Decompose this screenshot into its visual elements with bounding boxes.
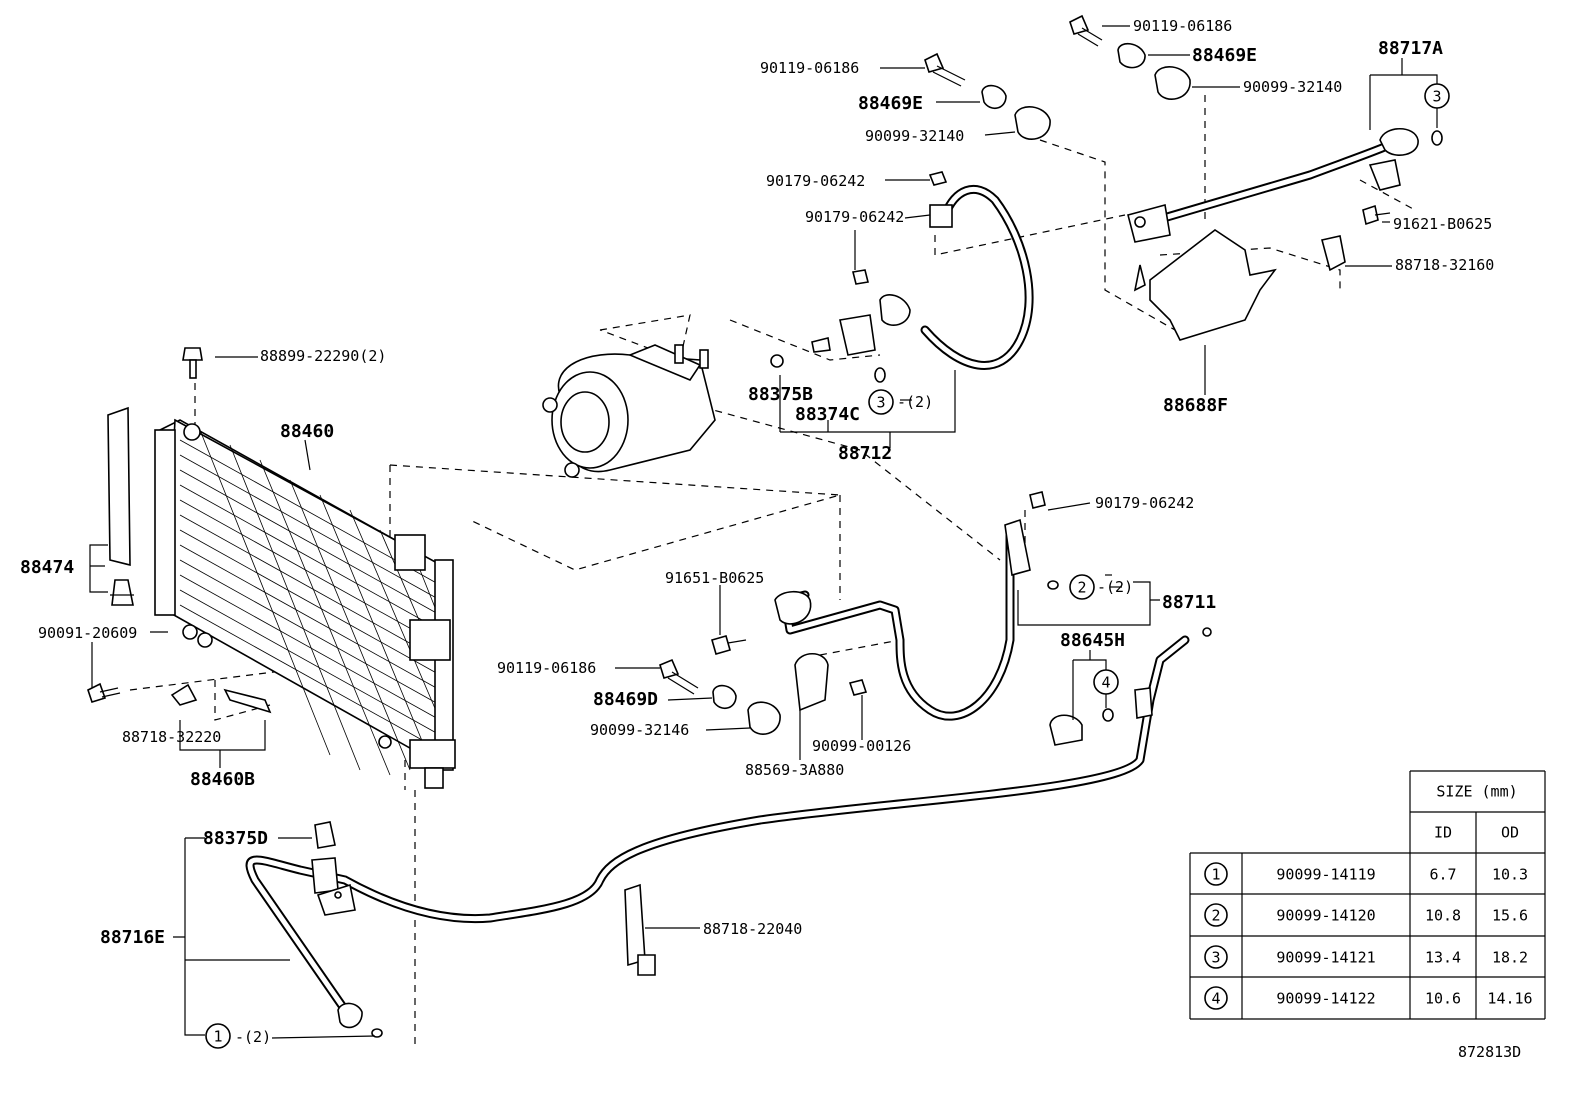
part-88718-32160: 88718-32160 — [1395, 256, 1494, 274]
part-90119-06186-top: 90119-06186 — [1133, 17, 1232, 35]
table-cell-od: 15.6 — [1492, 907, 1528, 925]
part-88375d: 88375D — [203, 828, 268, 849]
compressor — [542, 344, 716, 478]
part-90099-32140-right: 90099-32140 — [1243, 78, 1342, 96]
oring-size-table: SIZE (mm) ID OD 1 90099-14119 6.7 10.3 2… — [1189, 770, 1546, 1020]
leader-lines — [89, 25, 1438, 1039]
part-90091-20609: 90091-20609 — [38, 624, 137, 642]
table-cell-id: 10.6 — [1425, 990, 1461, 1008]
table-header-id: ID — [1434, 824, 1452, 842]
part-88569-3a880: 88569-3A880 — [745, 761, 844, 779]
part-88718-22040: 88718-22040 — [703, 920, 802, 938]
table-cell-part: 90099-14121 — [1276, 949, 1375, 967]
qty-88712-seal: -(2) — [897, 393, 933, 411]
table-row: 1 90099-14119 6.7 10.3 — [1204, 862, 1528, 886]
circle-3-label: 3 — [1432, 88, 1441, 106]
table-cell-ref: 4 — [1211, 990, 1220, 1008]
table-cell-part: 90099-14120 — [1276, 907, 1375, 925]
part-88469e-mid: 88469E — [858, 93, 923, 114]
circle-1-label: 1 — [213, 1028, 222, 1046]
part-88469d: 88469D — [593, 689, 658, 710]
part-90099-32140-mid: 90099-32140 — [865, 127, 964, 145]
part-88460b: 88460B — [190, 769, 255, 790]
circle-2-label: 2 — [1077, 579, 1086, 597]
part-90179-06242-a: 90179-06242 — [766, 172, 865, 190]
table-cell-ref: 3 — [1211, 949, 1220, 967]
part-88469e-top: 88469E — [1192, 45, 1257, 66]
part-88645h: 88645H — [1060, 630, 1125, 651]
part-90119-06186-low: 90119-06186 — [497, 659, 596, 677]
part-labels: 90119-06186 88469E 88717A 90119-06186 88… — [20, 17, 1494, 1046]
table-cell-part: 90099-14119 — [1276, 866, 1375, 884]
table-header-size: SIZE (mm) — [1436, 783, 1517, 801]
table-cell-part: 90099-14122 — [1276, 990, 1375, 1008]
part-90179-06242-b: 90179-06242 — [805, 208, 904, 226]
table-header-od: OD — [1501, 824, 1519, 842]
table-cell-ref: 2 — [1211, 907, 1220, 925]
part-90099-00126: 90099-00126 — [812, 737, 911, 755]
table-cell-id: 13.4 — [1425, 949, 1461, 967]
table-cell-ref: 1 — [1211, 866, 1220, 884]
qty-88716e-seal: -(2) — [235, 1028, 271, 1046]
part-88716e: 88716E — [100, 927, 165, 948]
circle-4-label: 4 — [1101, 674, 1110, 692]
bolt-88899-22290 — [182, 347, 203, 379]
circle-3-label: 3 — [876, 394, 885, 412]
circle-refs: 3 3 2 4 1 — [205, 83, 1450, 1049]
condenser-88460 — [154, 418, 456, 789]
part-88688f: 88688F — [1163, 395, 1228, 416]
table-row: 2 90099-14120 10.8 15.6 — [1204, 903, 1528, 927]
qty-88711-seal: -(2) — [1097, 578, 1133, 596]
part-88711: 88711 — [1162, 592, 1216, 613]
table-row: 4 90099-14122 10.6 14.16 — [1204, 986, 1533, 1010]
bolt-90091-20609 — [87, 682, 121, 703]
part-90179-06242-c: 90179-06242 — [1095, 494, 1194, 512]
part-88718-32220: 88718-32220 — [122, 728, 221, 746]
table-cell-id: 6.7 — [1429, 866, 1456, 884]
bracket-88718-32220 — [170, 683, 272, 714]
part-88374c: 88374C — [795, 404, 860, 425]
table-cell-od: 10.3 — [1492, 866, 1528, 884]
part-88899-22290: 88899-22290(2) — [260, 347, 386, 365]
part-91621-b0625: 91621-B0625 — [1393, 215, 1492, 233]
fittings — [311, 14, 1443, 1038]
part-91651-b0625: 91651-B0625 — [665, 569, 764, 587]
figure-id: 872813D — [1458, 1043, 1521, 1061]
part-88717a: 88717A — [1378, 38, 1443, 59]
table-row: 3 90099-14121 13.4 18.2 — [1204, 945, 1528, 969]
part-90119-06186-mid: 90119-06186 — [760, 59, 859, 77]
part-88474: 88474 — [20, 557, 74, 578]
part-88712: 88712 — [838, 443, 892, 464]
part-88460: 88460 — [280, 421, 334, 442]
side-seal-88474 — [107, 406, 134, 606]
table-cell-id: 10.8 — [1425, 907, 1461, 925]
table-cell-od: 14.16 — [1487, 990, 1532, 1008]
table-cell-od: 18.2 — [1492, 949, 1528, 967]
part-88375b: 88375B — [748, 384, 813, 405]
part-90099-32146: 90099-32146 — [590, 721, 689, 739]
